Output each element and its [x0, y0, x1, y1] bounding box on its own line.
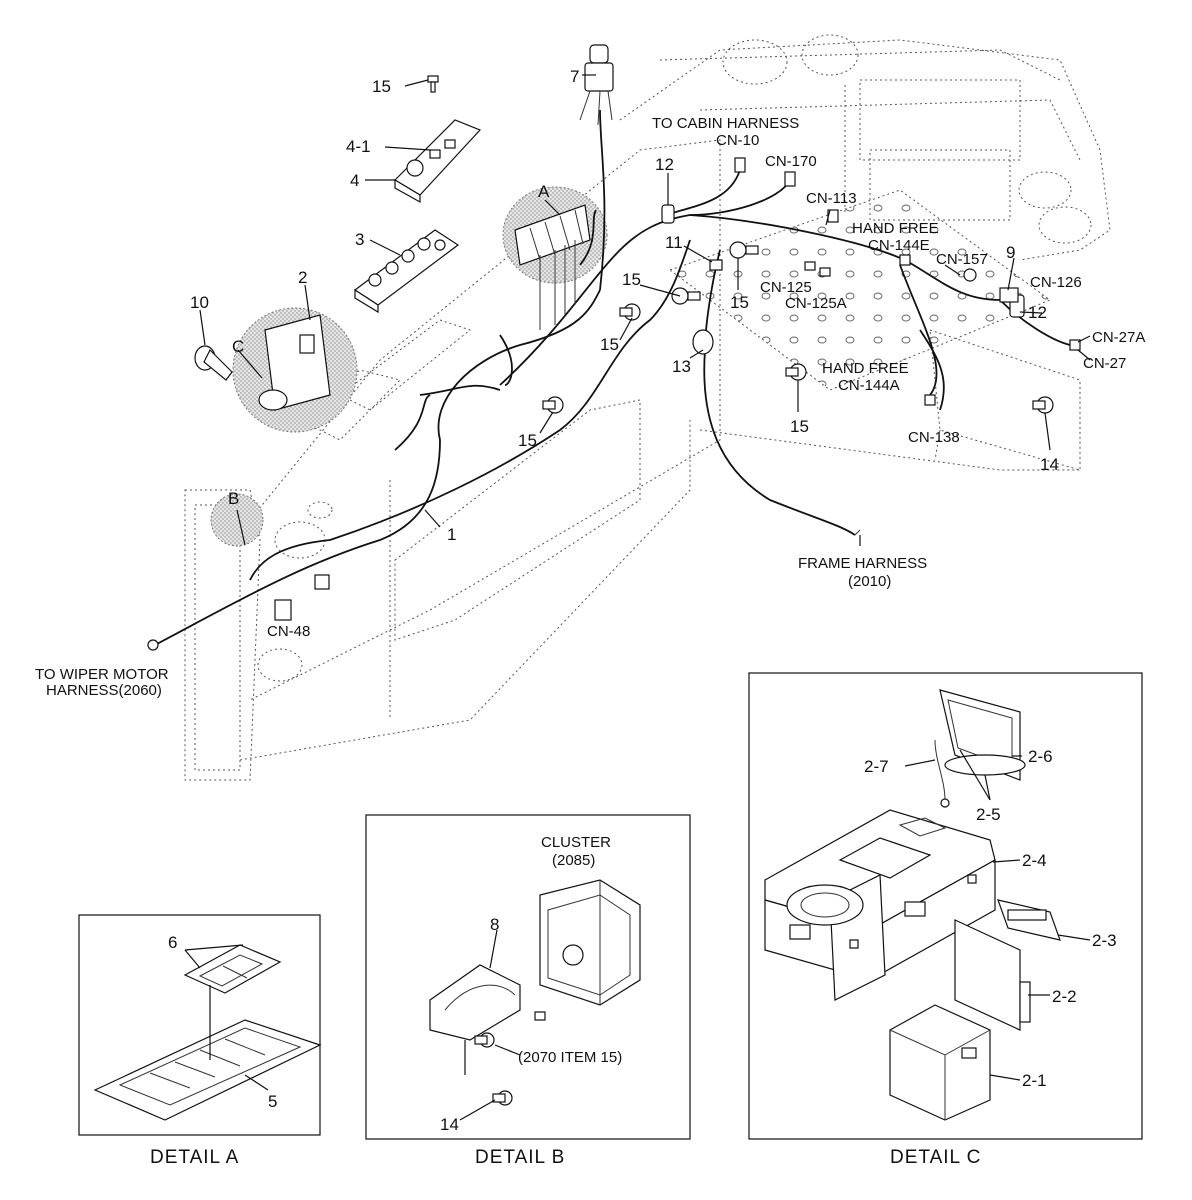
cn-113-label: CN-113: [806, 190, 857, 207]
callout-15d: 15: [730, 293, 749, 312]
cn-125-label: CN-125: [760, 279, 812, 296]
wiper-harness-label-line1: TO WIPER MOTOR: [35, 666, 169, 683]
callout-7: 7: [570, 67, 579, 86]
bolt-icon: [492, 1090, 513, 1106]
hand-free-e-label: HAND FREE: [852, 220, 939, 237]
detail-c: 2-7 2-6 2-5 2-4 2-3 2-2 2-1 DETAIL C: [748, 672, 1143, 1168]
callout-15-top: 15: [372, 77, 391, 96]
detail-b-callout-8: 8: [490, 915, 499, 934]
callout-labels: 15 7 4-1 4 3 2 10 C A B 12 12 11 9 15 15…: [35, 67, 1145, 699]
detail-a-caption: DETAIL A: [150, 1147, 239, 1168]
callout-a: A: [538, 182, 550, 201]
callout-3: 3: [355, 230, 364, 249]
detail-c-callout-2-6: 2-6: [1028, 747, 1053, 766]
cn-10-label: CN-10: [716, 132, 759, 149]
cn-138-label: CN-138: [908, 429, 960, 446]
callout-12b: 12: [1028, 303, 1047, 322]
bolt-icon: [785, 363, 807, 381]
detail-c-callout-2-3: 2-3: [1092, 931, 1117, 950]
callout-13: 13: [672, 357, 691, 376]
bolt-icon: [474, 1032, 495, 1048]
detail-c-callout-2-4: 2-4: [1022, 851, 1047, 870]
detail-c-callout-2-5: 2-5: [976, 805, 1001, 824]
hand-free-a-label: HAND FREE: [822, 360, 909, 377]
callout-15b: 15: [600, 335, 619, 354]
bolt-icon: [729, 241, 759, 259]
callout-14: 14: [1040, 455, 1059, 474]
cn-48-label: CN-48: [267, 623, 310, 640]
cn-126-label: CN-126: [1030, 274, 1082, 291]
cn-157-label: CN-157: [936, 251, 988, 268]
callout-15c: 15: [518, 431, 537, 450]
callout-2: 2: [298, 268, 307, 287]
cn-27-label: CN-27: [1083, 355, 1126, 372]
detail-c-callout-2-7: 2-7: [864, 757, 889, 776]
cn-27a-label: CN-27A: [1092, 329, 1145, 346]
cn-170-label: CN-170: [765, 153, 817, 170]
frame-harness-label: FRAME HARNESS: [798, 555, 927, 572]
detail-c-callout-2-2: 2-2: [1052, 987, 1077, 1006]
wiper-harness-label-line2: HARNESS(2060): [46, 682, 162, 699]
detail-a: 6 5 DETAIL A: [78, 914, 322, 1168]
cabin-harness-label: TO CABIN HARNESS: [652, 115, 799, 132]
harness-wires: [154, 109, 1071, 646]
callout-15e: 15: [790, 417, 809, 436]
detail-b-callout-14: 14: [440, 1115, 459, 1134]
leader-lines: [199, 74, 1091, 546]
detail-b-caption: DETAIL B: [475, 1147, 565, 1168]
component-parts: [147, 44, 1081, 651]
callout-4-1: 4-1: [346, 137, 371, 156]
callout-12a: 12: [655, 155, 674, 174]
callout-1: 1: [447, 525, 456, 544]
bolt-icon: [427, 75, 439, 93]
cluster-label: CLUSTER: [541, 834, 611, 851]
detail-a-callout-6: 6: [168, 933, 177, 952]
detail-b: CLUSTER (2085) 8 (2070 ITEM 15) 14 DETAI…: [365, 814, 691, 1168]
bolt-icon: [542, 396, 564, 414]
frame-harness-number: (2010): [848, 573, 891, 590]
bolt-icon: [671, 287, 701, 305]
detail-a-callout-5: 5: [268, 1092, 277, 1111]
bolt-icon: [1032, 396, 1054, 414]
cn-144e-label: CN-144E: [868, 237, 930, 254]
callout-b: B: [228, 489, 239, 508]
callout-c: C: [232, 337, 244, 356]
callout-10: 10: [190, 293, 209, 312]
callout-9: 9: [1006, 243, 1015, 262]
cn-144a-label: CN-144A: [838, 377, 900, 394]
detail-c-caption: DETAIL C: [890, 1147, 981, 1168]
detail-marker-areas: [210, 186, 608, 547]
bolt-icon: [534, 1011, 546, 1021]
item-15-reference: (2070 ITEM 15): [518, 1049, 622, 1066]
detail-c-callout-2-1: 2-1: [1022, 1071, 1047, 1090]
callout-11: 11: [665, 233, 683, 252]
callout-15a: 15: [622, 270, 641, 289]
cabin-frame: [184, 34, 1111, 781]
bolt-icon: [619, 303, 641, 321]
cluster-number: (2085): [552, 852, 595, 869]
callout-4: 4: [350, 171, 359, 190]
cn-125a-label: CN-125A: [785, 295, 847, 312]
